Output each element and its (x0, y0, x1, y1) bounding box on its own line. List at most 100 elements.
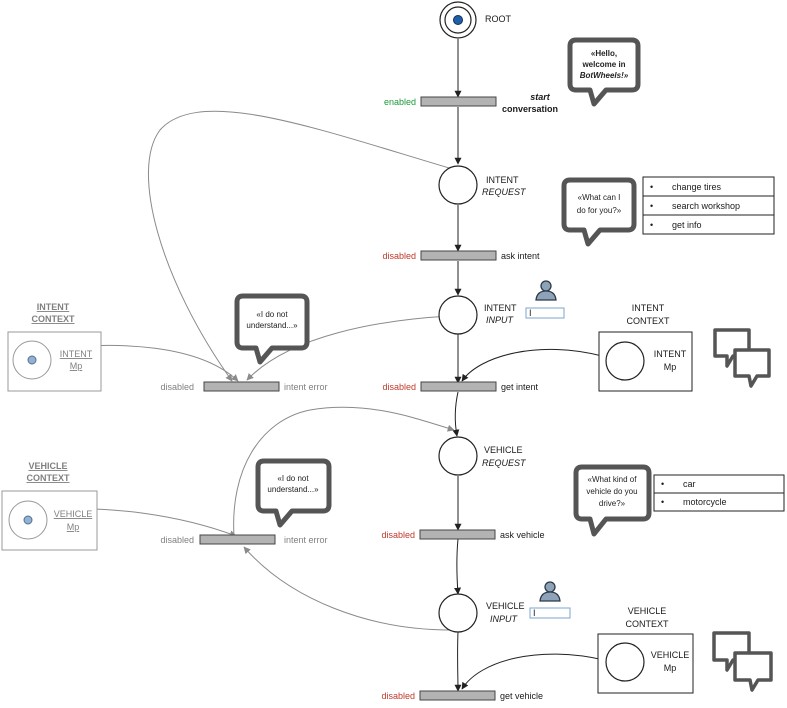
arc-ask-vehicle-input (454, 538, 462, 595)
ask-vehicle-bar[interactable] (419, 529, 496, 540)
vehicle-context-left-title1: VEHICLE (28, 461, 67, 471)
intent-input-line2: INPUT (486, 315, 515, 325)
vehicle-error-bar[interactable] (199, 534, 276, 545)
intent-error-label: intent error (284, 382, 328, 392)
get-intent-label: get intent (501, 382, 539, 392)
get-vehicle-bar[interactable] (419, 690, 496, 701)
root-place: ROOT (439, 1, 512, 39)
welcome-line3: BotWheels!» (580, 71, 629, 80)
speech-bubble-icon (561, 177, 637, 247)
vehicle-context-left: VEHICLE CONTEXT VEHICLE Mp (1, 461, 98, 551)
arc-vehicle-context-get (461, 653, 605, 690)
intent-context-left-title2: CONTEXT (31, 314, 75, 324)
ask-intent-label: ask intent (501, 251, 540, 261)
ask-intent-transition: disabled ask intent (382, 250, 540, 261)
start-label-line1: start (530, 92, 551, 102)
intent-error-line1: «I do not (256, 310, 288, 319)
error-loop-arcs (148, 110, 457, 631)
vehicle-error-line1: «I do not (277, 474, 309, 483)
vehicle-context-left-place1: VEHICLE (54, 509, 93, 519)
speech-bubble-icon (255, 458, 332, 528)
chat-bubble-front-icon (733, 651, 773, 692)
intent-option-search-workshop[interactable]: search workshop (672, 201, 740, 211)
root-label: ROOT (485, 14, 512, 24)
vehicle-context-left-place2: Mp (67, 522, 80, 532)
vehicle-error-line2: understand...» (267, 485, 319, 494)
vehicle-error-bubble: «I do not understand...» (255, 458, 332, 528)
vehicle-error-transition: disabled intent error (160, 534, 328, 545)
intent-question-bubble: «What can I do for you?» (561, 177, 637, 247)
vehicle-input-circle (438, 593, 478, 633)
vehicle-option-car[interactable]: car (683, 479, 696, 489)
intent-input-field[interactable]: I (525, 307, 565, 319)
intent-error-transition: disabled intent error (160, 381, 328, 392)
welcome-line1: «Hello, (591, 49, 617, 58)
vehicle-input-line1: VEHICLE (486, 601, 525, 611)
intent-context-right-title1: INTENT (632, 303, 665, 313)
intent-option-get-info[interactable]: get info (672, 220, 702, 230)
get-vehicle-status: disabled (381, 691, 415, 701)
intent-context-left-title1: INTENT (37, 302, 70, 312)
get-intent-transition: disabled get intent (382, 381, 539, 392)
vehicle-input-field[interactable]: I (529, 607, 571, 619)
context-arcs (41, 345, 605, 690)
bullet-icon: • (650, 182, 653, 192)
user-icon (544, 581, 556, 593)
vehicle-option-box-1[interactable] (653, 474, 785, 494)
chat-bubbles-icon (712, 631, 773, 692)
get-intent-status: disabled (382, 382, 416, 392)
vehicle-option-motorcycle[interactable]: motorcycle (683, 497, 727, 507)
vehicle-input-place: VEHICLE INPUT (438, 593, 525, 633)
vehicle-question-line2: vehicle do you (586, 487, 637, 496)
chat-bubble-front-icon (733, 348, 771, 388)
vehicle-context-right-place2: Mp (664, 663, 677, 673)
vehicle-request-line1: VEHICLE (484, 445, 523, 455)
vehicle-question-line3: drive?» (599, 499, 626, 508)
intent-context-right-title2: CONTEXT (626, 316, 670, 326)
intent-options-menu: • • • change tires search workshop get i… (642, 176, 775, 235)
bullet-icon: • (650, 201, 653, 211)
intent-text-field[interactable] (525, 307, 565, 319)
intent-context-right: INTENT CONTEXT INTENT Mp (598, 303, 693, 392)
start-transition: enabled start conversation (384, 92, 558, 114)
vehicle-context-right-title1: VEHICLE (628, 606, 667, 616)
ask-intent-status: disabled (382, 251, 416, 261)
vehicle-text-field[interactable] (529, 607, 571, 619)
vehicle-option-box-2[interactable] (653, 492, 785, 512)
arc-get-intent-vehicle-request (452, 391, 460, 437)
intent-error-line2: understand...» (246, 321, 298, 330)
intent-input-line1: INTENT (484, 303, 517, 313)
vehicle-question-bubble: «What kind of vehicle do you drive?» (573, 464, 652, 537)
ask-vehicle-label: ask vehicle (500, 530, 545, 540)
intent-context-right-place1: INTENT (654, 349, 687, 359)
intent-request-place: INTENT REQUEST (438, 165, 527, 205)
intent-context-left-token (27, 355, 37, 365)
ask-intent-bar[interactable] (420, 250, 497, 261)
intent-user-icon (535, 280, 557, 301)
intent-context-left-place2: Mp (70, 361, 83, 371)
arc-vehicle-input-error (243, 546, 451, 631)
intent-option-box-3[interactable] (642, 214, 775, 235)
vehicle-request-line2: REQUEST (482, 458, 527, 468)
intent-request-circle (438, 165, 478, 205)
vehicle-context-right-place (605, 642, 645, 682)
bullet-icon: • (661, 497, 664, 507)
vehicle-text-cursor: I (533, 608, 536, 618)
ask-vehicle-transition: disabled ask vehicle (381, 529, 545, 540)
start-status: enabled (384, 97, 416, 107)
intent-input-place: INTENT INPUT (438, 295, 517, 335)
vehicle-context-left-title2: CONTEXT (26, 473, 70, 483)
intent-input-circle (438, 295, 478, 335)
vehicle-options-menu: • • car motorcycle (653, 474, 785, 512)
arc-intent-input-error (246, 315, 451, 381)
intent-question-line2: do for you?» (577, 206, 622, 215)
start-bar[interactable] (420, 96, 497, 107)
intent-context-right-place2: Mp (664, 362, 677, 372)
bullet-icon: • (650, 220, 653, 230)
intent-error-bar[interactable] (203, 381, 280, 392)
ask-vehicle-status: disabled (381, 530, 415, 540)
vehicle-request-place: VEHICLE REQUEST (438, 436, 527, 476)
get-intent-bar[interactable] (420, 381, 497, 392)
arc-intent-error-loop (148, 110, 457, 382)
intent-option-change-tires[interactable]: change tires (672, 182, 722, 192)
